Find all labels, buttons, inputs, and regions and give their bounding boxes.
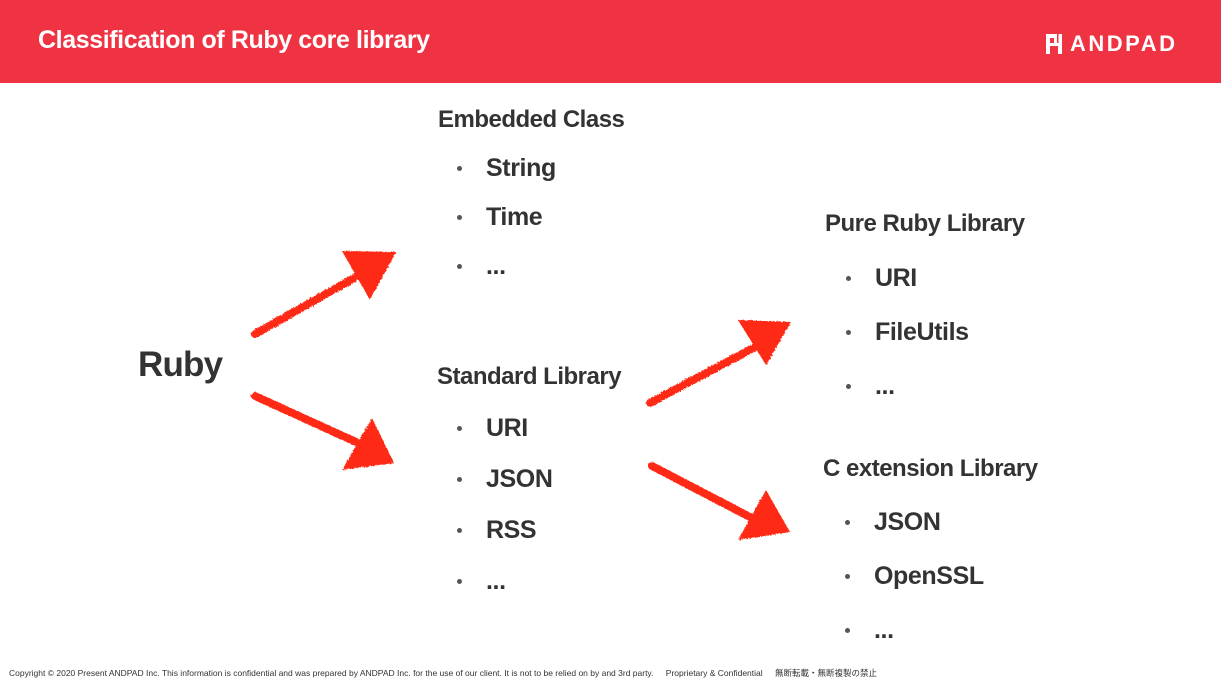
bullet-icon bbox=[457, 166, 462, 171]
list-item: ... bbox=[846, 371, 1025, 425]
group-standard-library: Standard Library URI JSON RSS ... bbox=[437, 363, 622, 617]
list-item: ... bbox=[457, 566, 621, 617]
list-item: JSON bbox=[845, 507, 1038, 561]
list-item: RSS bbox=[457, 515, 621, 566]
slide-footer: Copyright © 2020 Present ANDPAD Inc. Thi… bbox=[9, 667, 887, 679]
group-embedded-class: Embedded Class String Time ... bbox=[438, 106, 625, 300]
item-label: Time bbox=[486, 203, 543, 231]
bullet-icon bbox=[457, 215, 462, 220]
item-label: URI bbox=[875, 264, 917, 292]
slide-title: Classification of Ruby core library bbox=[38, 26, 430, 54]
bullet-icon bbox=[457, 528, 462, 533]
group-pure-ruby-library: Pure Ruby Library URI FileUtils ... bbox=[825, 210, 1025, 425]
group-c-extension-library: C extension Library JSON OpenSSL ... bbox=[823, 455, 1038, 669]
bullet-icon bbox=[845, 574, 850, 579]
item-label: ... bbox=[875, 372, 895, 400]
slide-header: Classification of Ruby core library ANDP… bbox=[0, 0, 1221, 83]
bullet-icon bbox=[457, 264, 462, 269]
arrow-ruby-to-embedded-icon bbox=[251, 251, 396, 338]
item-label: JSON bbox=[874, 508, 941, 536]
list-item: JSON bbox=[457, 464, 621, 515]
logo-text: ANDPAD bbox=[1070, 31, 1178, 56]
item-label: URI bbox=[486, 414, 528, 442]
bullet-icon bbox=[457, 426, 462, 431]
root-node-ruby: Ruby bbox=[138, 345, 223, 384]
list-item: ... bbox=[845, 615, 1038, 669]
item-list: URI JSON RSS ... bbox=[457, 413, 621, 617]
group-heading: C extension Library bbox=[823, 455, 1038, 482]
group-heading: Pure Ruby Library bbox=[825, 210, 1025, 237]
bullet-icon bbox=[845, 520, 850, 525]
list-item: String bbox=[457, 153, 624, 202]
item-label: String bbox=[486, 154, 556, 182]
list-item: ... bbox=[457, 251, 624, 300]
list-item: URI bbox=[457, 413, 621, 464]
arrow-ruby-to-standard-icon bbox=[251, 392, 394, 470]
bullet-icon bbox=[457, 477, 462, 482]
item-list: JSON OpenSSL ... bbox=[845, 507, 1038, 669]
footer-proprietary: Proprietary & Confidential bbox=[665, 668, 763, 678]
group-heading: Embedded Class bbox=[438, 106, 625, 133]
footer-copyright: Copyright © 2020 Present ANDPAD Inc. Thi… bbox=[9, 668, 654, 678]
list-item: OpenSSL bbox=[845, 561, 1038, 615]
bullet-icon bbox=[457, 579, 462, 584]
list-item: Time bbox=[457, 202, 624, 251]
item-label: ... bbox=[486, 567, 506, 595]
item-label: OpenSSL bbox=[874, 562, 984, 590]
footer-notice: 無断転載・無断複製の禁止 bbox=[775, 668, 878, 678]
arrow-standard-to-pure-icon bbox=[646, 320, 791, 407]
bullet-icon bbox=[845, 628, 850, 633]
item-list: URI FileUtils ... bbox=[846, 263, 1025, 425]
item-label: JSON bbox=[486, 465, 553, 493]
item-list: String Time ... bbox=[457, 153, 624, 300]
andpad-logo-mark-icon bbox=[1046, 34, 1062, 54]
item-label: ... bbox=[874, 616, 894, 644]
andpad-logo: ANDPAD bbox=[1046, 29, 1177, 59]
item-label: ... bbox=[486, 252, 506, 280]
arrow-standard-to-cext-icon bbox=[648, 462, 790, 540]
bullet-icon bbox=[846, 330, 851, 335]
group-heading: Standard Library bbox=[437, 363, 622, 390]
item-label: RSS bbox=[486, 516, 537, 544]
list-item: URI bbox=[846, 263, 1025, 317]
item-label: FileUtils bbox=[875, 318, 969, 346]
bullet-icon bbox=[846, 276, 851, 281]
list-item: FileUtils bbox=[846, 317, 1025, 371]
bullet-icon bbox=[846, 384, 851, 389]
